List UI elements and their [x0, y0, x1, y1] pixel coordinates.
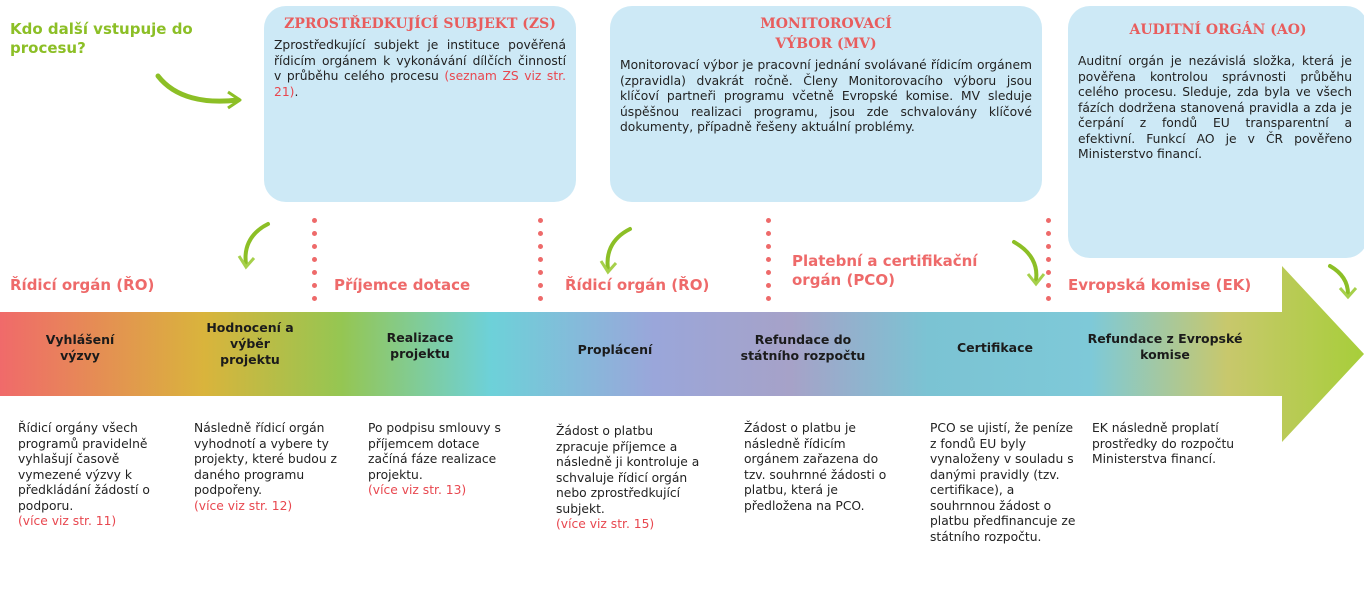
box-zprostredkujici-subjekt: ZPROSTŘEDKUJÍCÍ SUBJEKT (ZS) Zprostředku… [264, 6, 576, 202]
page-link[interactable]: (více viz str. 15) [556, 517, 655, 531]
curved-arrow-icon [1328, 264, 1358, 300]
role-label: Evropská komise (EK) [1068, 276, 1252, 294]
stage-label: Certifikace [957, 340, 1033, 355]
stage-label: Refundace do státního rozpočtu [740, 332, 866, 363]
box-title: AUDITNÍ ORGÁN (AO) [1129, 22, 1307, 38]
box-monitorovaci-vybor: MONITOROVACÍ VÝBOR (MV) Monitorovací výb… [610, 6, 1042, 202]
box-title: MONITOROVACÍ VÝBOR (MV) [760, 16, 892, 52]
description-text: Žádost o platbu je následně řídicím orgá… [744, 421, 887, 513]
stage-label: Realizace projektu [386, 330, 454, 361]
divider-dots [538, 218, 544, 309]
description-text: PCO se ujistí, že peníze z fondů EU byly… [930, 421, 1076, 544]
description-text: Žádost o platbu zpracuje příjemce a násl… [556, 424, 700, 516]
question-heading: Kdo další vstupuje do procesu? [10, 20, 193, 57]
curved-arrow-icon [1012, 240, 1046, 287]
box-punctuation: . [294, 84, 299, 99]
role-label: Řídicí orgán (ŘO) [10, 276, 155, 294]
curved-arrow-icon [237, 222, 270, 270]
box-text: Monitorovací výbor je pracovní jednání s… [620, 58, 1032, 134]
page-link[interactable]: (více viz str. 11) [18, 514, 117, 528]
box-title: ZPROSTŘEDKUJÍCÍ SUBJEKT (ZS) [284, 16, 556, 32]
role-label: Platební a certifikační orgán (PCO) [792, 252, 978, 289]
role-label: Řídicí orgán (ŘO) [565, 276, 710, 294]
process-arrow [0, 266, 1364, 442]
description-text: Řídicí orgány všech programů pravidelně … [18, 421, 150, 513]
box-text: Zprostředkující subjekt je instituce pov… [274, 38, 566, 100]
stage-description: PCO se ujistí, že peníze z fondů EU byly… [930, 421, 1076, 545]
stage-description: Řídicí orgány všech programů pravidelně … [18, 421, 170, 530]
divider-dots [766, 218, 772, 309]
stage-description: EK následně proplatí prostředky do rozpo… [1092, 421, 1242, 468]
page-link[interactable]: (více viz str. 13) [368, 483, 467, 497]
stage-label: Vyhlášení výzvy [45, 332, 115, 363]
curved-arrow-icon [599, 227, 632, 275]
stage-label: Hodnocení a výběr projektu [206, 320, 294, 367]
box-text: Auditní orgán je nezávislá složka, která… [1078, 54, 1352, 161]
description-text: Po podpisu smlouvy s příjemcem dotace za… [368, 421, 501, 482]
curved-arrow-icon [155, 73, 242, 110]
stage-description: Následně řídicí orgán vyhodnotí a vybere… [194, 421, 346, 514]
divider-dots [312, 218, 318, 309]
box-body-text: Zprostředkující subjekt je instituce pov… [274, 38, 566, 83]
stage-description: Žádost o platbu zpracuje příjemce a násl… [556, 424, 708, 533]
stage-description: Po podpisu smlouvy s příjemcem dotace za… [368, 421, 520, 499]
page-link[interactable]: (seznam ZS viz str. 21) [274, 69, 566, 99]
stage-label: Proplácení [577, 342, 653, 357]
description-text: EK následně proplatí prostředky do rozpo… [1092, 421, 1235, 466]
stage-label: Refundace z Evropské komise [1087, 331, 1243, 362]
description-text: Následně řídicí orgán vyhodnotí a vybere… [194, 421, 337, 497]
role-label: Příjemce dotace [334, 276, 471, 294]
box-auditni-organ: AUDITNÍ ORGÁN (AO) Auditní orgán je nezá… [1068, 6, 1364, 258]
divider-dots [1046, 218, 1052, 309]
stage-description: Žádost o platbu je následně řídicím orgá… [744, 421, 894, 514]
page-link[interactable]: (více viz str. 12) [194, 498, 293, 513]
